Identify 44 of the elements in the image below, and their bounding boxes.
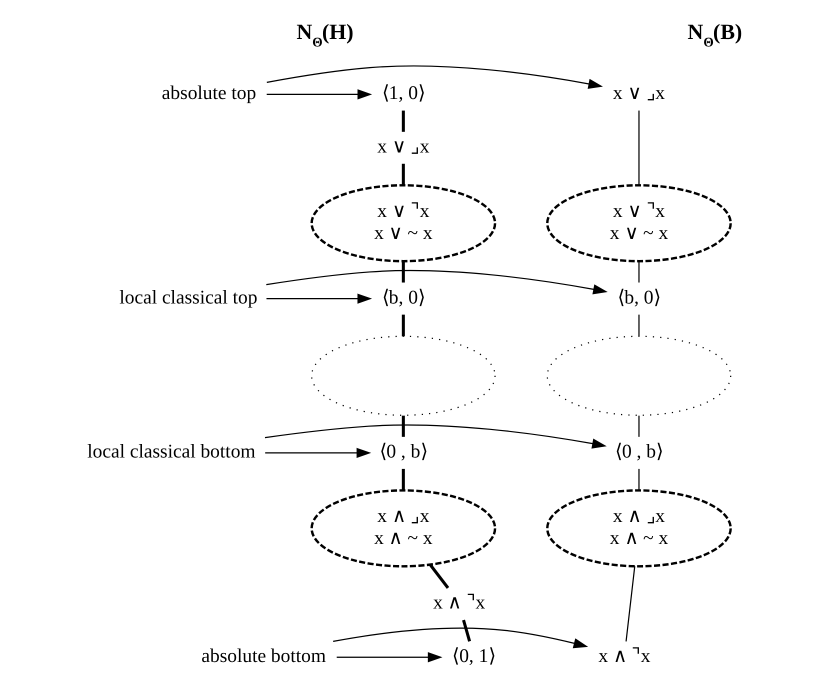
node-text: absolute top	[162, 82, 256, 104]
connector	[638, 110, 640, 186]
node-ellipse: x ∧ ⌟x x ∧ ~ x	[546, 489, 732, 568]
connector	[402, 468, 405, 490]
connector	[402, 164, 405, 186]
node-ellipse: x ∨ ⌝x x ∨ ~ x	[546, 184, 732, 262]
arrow	[266, 270, 608, 294]
node-text: x ∧ ⌝x	[598, 646, 650, 667]
connector	[638, 468, 640, 490]
node-text: x ∨ ⌟x	[377, 136, 430, 158]
label: N$_{Θ}$(B)	[688, 20, 742, 50]
arrow	[266, 89, 372, 100]
arrow	[336, 652, 442, 662]
connector	[638, 416, 640, 437]
node-ellipse: x ∧ ⌟x x ∧ ~ x	[310, 489, 496, 568]
connector	[402, 110, 405, 132]
arrow	[264, 424, 607, 449]
node-text: ⟨0 , b⟩	[614, 442, 663, 463]
connector	[402, 416, 405, 437]
node-ellipse	[546, 336, 732, 416]
node-text: local classical bottom	[87, 442, 256, 463]
node-ellipse	[311, 336, 496, 416]
connector	[402, 314, 405, 336]
node-text: ⟨b, 0⟩	[382, 287, 425, 308]
arrow	[333, 628, 588, 648]
connector	[625, 566, 636, 642]
node-text: x ∨ ⌟x	[612, 82, 666, 104]
connector	[638, 314, 640, 336]
node-text: ⟨1, 0⟩	[382, 82, 425, 104]
node-text: x ∧ ⌝x	[433, 592, 486, 614]
connector	[462, 620, 472, 642]
node-text: absolute bottom	[201, 646, 326, 667]
node-text: ⟨0 , b⟩	[379, 442, 428, 463]
arrow	[265, 448, 372, 458]
arrow	[266, 65, 603, 89]
node-text: local classical top	[119, 287, 258, 308]
connector	[402, 261, 405, 283]
connector	[638, 261, 640, 283]
node-ellipse: x ∨ ⌝x x ∨ ~ x	[310, 184, 496, 262]
label: N$_{Θ}$(H)	[296, 20, 354, 50]
connector	[429, 564, 450, 589]
node-text: ⟨b, 0⟩	[617, 287, 661, 308]
node-text: ⟨0, 1⟩	[452, 646, 496, 667]
arrow	[266, 294, 372, 304]
